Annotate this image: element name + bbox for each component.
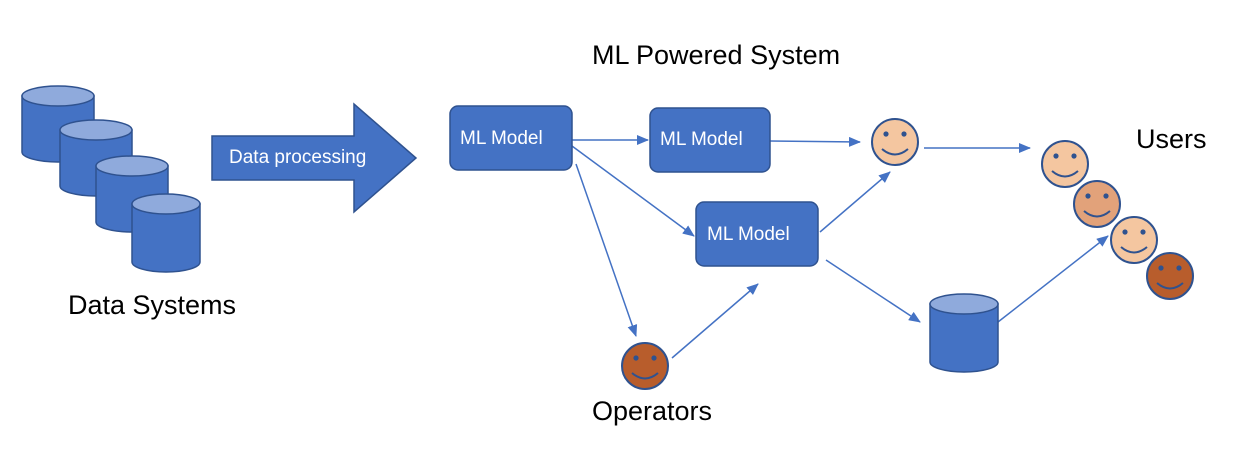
connector-model3-database: [825, 259, 921, 323]
data-processing-label: Data processing: [229, 147, 366, 168]
smiley-face-icon: [1041, 140, 1089, 188]
connector-model2-user: [769, 136, 861, 147]
connector-model1-model3: [571, 145, 695, 237]
ml-model-label: ML Model: [707, 224, 790, 245]
users-label: Users: [1136, 124, 1207, 154]
users-group: [1041, 140, 1194, 300]
smiley-face-icon: [1073, 180, 1121, 228]
database-icon: [131, 193, 201, 273]
data-processing-arrow: [211, 102, 418, 214]
data-systems-stack: [21, 85, 201, 273]
operators-label: Operators: [592, 396, 712, 426]
connector-model1-operator: [575, 163, 638, 337]
operator-smiley-icon: [621, 342, 669, 390]
connector-database-users: [997, 235, 1109, 323]
database-icon: [59, 119, 133, 197]
ml-model-box-1: ML Model: [449, 105, 573, 171]
ml-model-label: ML Model: [660, 129, 743, 150]
connector-model3-user: [819, 171, 891, 233]
connector-operator-model3: [671, 283, 759, 359]
smiley-face-icon: [1146, 252, 1194, 300]
data-systems-label: Data Systems: [68, 290, 236, 320]
ml-model-box-3: ML Model: [695, 201, 819, 267]
smiley-face-icon: [1110, 216, 1158, 264]
connectors: [571, 135, 1109, 359]
ml-model-label: ML Model: [460, 128, 543, 149]
database-icon: [929, 293, 999, 373]
system-title: ML Powered System: [592, 40, 840, 70]
user-smiley-icon: [871, 118, 919, 166]
ml-model-box-2: ML Model: [649, 107, 771, 173]
